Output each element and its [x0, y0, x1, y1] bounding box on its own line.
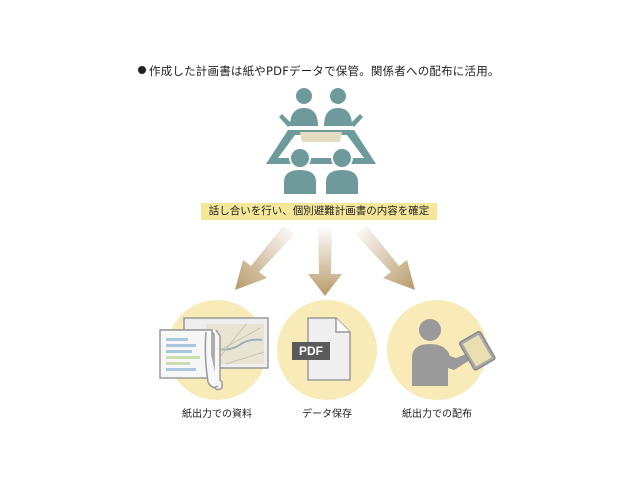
pdf-file-shape	[292, 317, 351, 381]
banner-text: 話し合いを行い、個別避難計画書の内容を確定	[208, 205, 430, 217]
headline: 作成した計画書は紙やPDFデータで保管。関係者への配布に活用。	[138, 63, 500, 79]
output-label-paper-docs: 紙出力での資料	[182, 409, 252, 420]
pdf-file-icon: PDF	[292, 316, 354, 384]
arrow-right-icon	[355, 226, 415, 290]
arrows-group	[235, 226, 415, 296]
output-label-paper-distribution: 紙出力での配布	[402, 409, 472, 420]
headline-text: 作成した計画書は紙やPDFデータで保管。関係者への配布に活用。	[149, 64, 500, 78]
output-label-data-storage: データ保存	[302, 409, 352, 420]
arrow-center-icon	[308, 226, 342, 296]
person-tablet-icon	[412, 319, 496, 386]
pdf-label: PDF	[299, 344, 323, 358]
decision-banner: 話し合いを行い、個別避難計画書の内容を確定	[201, 203, 437, 220]
paper-documents-icon	[159, 317, 269, 391]
bullet-dot	[138, 66, 146, 74]
meeting-icon	[266, 88, 376, 194]
arrow-left-icon	[235, 226, 295, 290]
